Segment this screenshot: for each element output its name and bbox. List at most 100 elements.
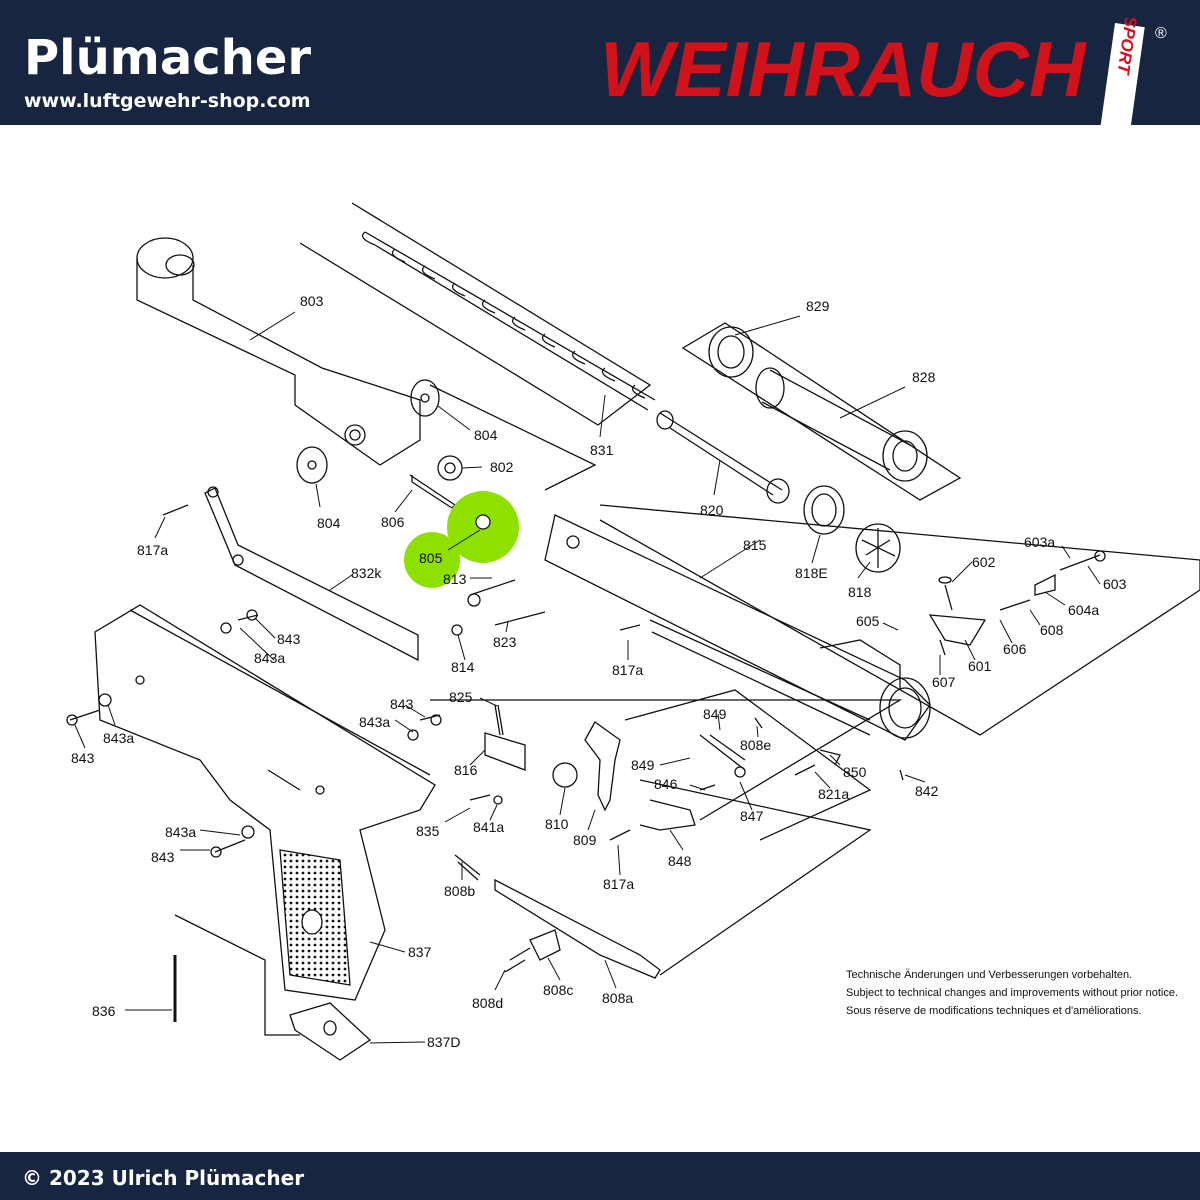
bushing-802 [437,455,463,481]
outline-grip-bracket [174,914,300,1036]
footer-bar: © 2023 Ulrich Plümacher [0,1152,1200,1200]
label-843-c: 843 [71,750,95,766]
disclaimer-notes: Technische Änderungen und Verbesserungen… [846,966,1178,1020]
label-607: 607 [932,674,956,690]
outline-piston-box [429,384,597,491]
label-837D: 837D [427,1034,460,1050]
label-823: 823 [493,634,517,650]
label-806: 806 [381,514,405,530]
label-808d: 808d [472,995,503,1011]
label-825: 825 [449,689,473,705]
label-841a: 841a [473,819,504,835]
label-603: 603 [1103,576,1127,592]
grip-cap-837D [289,1002,372,1061]
label-843-b: 843 [390,696,414,712]
label-820: 820 [700,502,724,518]
seal-829 [708,326,754,378]
label-804-top: 804 [474,427,498,443]
label-802: 802 [490,459,514,475]
note-german: Technische Änderungen und Verbesserungen… [846,969,1133,981]
piston-end-820 [766,478,790,504]
label-843a-b: 843a [359,714,390,730]
label-837: 837 [408,944,432,960]
copyright-text: © 2023 Ulrich Plümacher [22,1166,305,1190]
shop-url[interactable]: www.luftgewehr-shop.com [24,90,311,112]
outline-trigger-box [430,699,903,821]
label-846: 846 [654,776,678,792]
label-808c: 808c [543,982,573,998]
grip-frame [94,604,436,1001]
exploded-parts-diagram: 803 831 829 828 804 802 804 806 805 813 … [66,202,1200,1061]
label-850: 850 [843,764,867,780]
cylinder-828 [755,367,928,482]
cover-plate-832k [204,486,419,662]
piston-rod-820 [659,412,783,496]
outline-receiver-box [599,504,1200,736]
label-817a-left: 817a [137,542,168,558]
label-836: 836 [92,1003,116,1019]
label-808b: 808b [444,883,475,899]
label-803: 803 [300,293,324,309]
label-818E: 818E [795,565,828,581]
spring-806 [409,474,456,509]
highlight-805 [404,491,519,588]
logo-sport-band [1099,23,1145,128]
outline-safety-box [624,689,872,841]
screws [66,504,1106,973]
label-602: 602 [972,554,996,570]
barrel-part [136,237,421,466]
trigger-assembly [484,704,841,831]
part-labels: 803 831 829 828 804 802 804 806 805 813 … [71,293,1127,1050]
logo-wordmark: WEIHRAUCH [600,25,1087,113]
label-808e: 808e [740,737,771,753]
label-818: 818 [848,584,872,600]
logo-registered-mark: ® [1155,25,1167,42]
label-843a-a: 843a [254,650,285,666]
outline-seal-box [681,322,962,501]
label-835: 835 [416,823,440,839]
label-603a: 603a [1024,534,1055,550]
receiver-815 [544,514,931,741]
outline-spring-box [299,202,652,426]
label-843a-d: 843a [165,824,196,840]
label-848: 848 [668,853,692,869]
label-814: 814 [451,659,475,675]
label-829: 829 [806,298,830,314]
label-809: 809 [573,832,597,848]
outline-lever-box [639,779,872,976]
note-english: Subject to technical changes and improve… [846,987,1179,999]
label-805: 805 [419,550,443,566]
label-601: 601 [968,658,992,674]
seal-818E [803,485,845,535]
label-808a: 808a [602,990,633,1006]
label-606: 606 [1003,641,1027,657]
label-849-low: 849 [631,757,655,773]
label-816: 816 [454,762,478,778]
label-608: 608 [1040,622,1064,638]
label-843-d: 843 [151,849,175,865]
label-849-top: 849 [703,706,727,722]
label-815: 815 [743,537,767,553]
label-817a-low: 817a [603,876,634,892]
label-832k: 832k [351,565,382,581]
label-817a-mid: 817a [612,662,643,678]
plug-818 [855,523,901,573]
label-605: 605 [856,613,880,629]
note-french: Sous réserve de modifications techniques… [846,1005,1142,1017]
label-604a: 604a [1068,602,1099,618]
label-831: 831 [590,442,614,458]
label-843a-c: 843a [103,730,134,746]
weihrauch-logo: WEIHRAUCH SPORT ® [600,18,1167,128]
label-828: 828 [912,369,936,385]
label-804-bottom: 804 [317,515,341,531]
label-821a: 821a [818,786,849,802]
brand-name: Plümacher [24,30,312,86]
label-842: 842 [915,783,939,799]
label-813: 813 [443,571,467,587]
mainspring-831 [361,231,656,411]
header-bar: Plümacher www.luftgewehr-shop.com WEIHRA… [0,0,1200,128]
washer-804-bottom [296,446,328,484]
lever-808a [454,854,661,979]
label-810: 810 [545,816,569,832]
washer-804-top [410,379,440,417]
